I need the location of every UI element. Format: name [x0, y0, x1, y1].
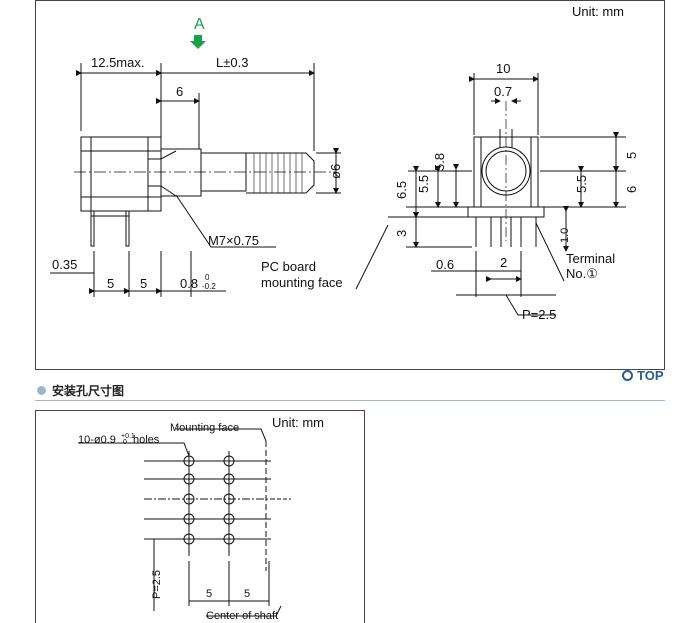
front-side-view-panel: Unit: mm [35, 0, 665, 370]
unit-label: Unit: mm [572, 4, 624, 19]
dim-width: 10 [496, 61, 510, 76]
back-to-top-link[interactable]: TOP [622, 368, 664, 383]
dim-r-55: 5.5 [574, 175, 589, 193]
mounting-hole-panel: Unit: mm [35, 410, 365, 623]
dim-pitch-p: P=2.5 [522, 307, 556, 322]
mounting-holes [183, 455, 235, 545]
dim-max-length: 12.5max. [91, 55, 144, 70]
up-circle-icon [622, 370, 633, 381]
dim-r-6: 6 [624, 186, 639, 193]
dim-h-58: 5.8 [432, 153, 447, 171]
terminal-line1: Terminal [566, 251, 615, 266]
dim-shaft-length: L±0.3 [216, 55, 248, 70]
section-title: 安装孔尺寸图 [52, 383, 125, 398]
dim-h-3: 3 [394, 230, 409, 237]
dim-terminal-tol-dn: -0.2 [202, 282, 216, 291]
holes-tol-up: +0.1 [121, 433, 135, 440]
view-marker: A [194, 16, 205, 33]
dim-flat: 6 [176, 84, 183, 99]
dim-h-65: 6.5 [394, 181, 409, 199]
back-to-top-label: TOP [637, 368, 664, 383]
holes-tol-dn: 0 [123, 439, 127, 446]
dim-diameter: ø6 [328, 164, 343, 179]
bullet-icon [37, 385, 46, 395]
holes-suffix: holes [133, 434, 160, 446]
dim-terminal-thickness: 0.8 [180, 276, 198, 291]
pitch-label: P=2.5 [151, 570, 163, 599]
dim-r-5: 5 [624, 152, 639, 159]
dim-terminal-tol-up: 0 [205, 273, 210, 282]
dim-slot: 0.7 [494, 84, 512, 99]
dim-thread: M7×0.75 [208, 233, 259, 248]
terminal-line2: No.① [566, 266, 598, 281]
pcb-face-line2: mounting face [261, 275, 343, 290]
down-arrow-icon [190, 35, 206, 49]
dim-h-55: 5.5 [416, 175, 431, 193]
holes-label: 10-ø0.9 [78, 434, 116, 446]
section-header: 安装孔尺寸图 [35, 380, 665, 401]
dim-side-06: 0.6 [436, 257, 454, 272]
dim-pitch-b: 5 [140, 276, 147, 291]
dim-pitch-a: 5 [107, 276, 114, 291]
dim-b: 5 [244, 588, 250, 600]
pcb-face-line1: PC board [261, 259, 316, 274]
dim-pin-offset: 0.35 [52, 257, 77, 272]
body-outline [80, 136, 162, 212]
dim-pin-width: 1.0 [559, 228, 571, 243]
mounting-face-label: Mounting face [170, 422, 239, 434]
dim-side-2: 2 [500, 255, 507, 270]
potentiometer-dimension-drawing: A 12.5max. L±0.3 6 ø6 M7×0.75 0.35 5 5 0… [50, 16, 639, 322]
center-label: Center of shaft [206, 610, 278, 622]
unit-label-bottom: Unit: mm [272, 415, 324, 430]
dim-a: 5 [206, 588, 212, 600]
mounting-hole-drawing: Mounting face 10-ø0.9 +0.1 0 holes P=2.5… [78, 422, 291, 622]
